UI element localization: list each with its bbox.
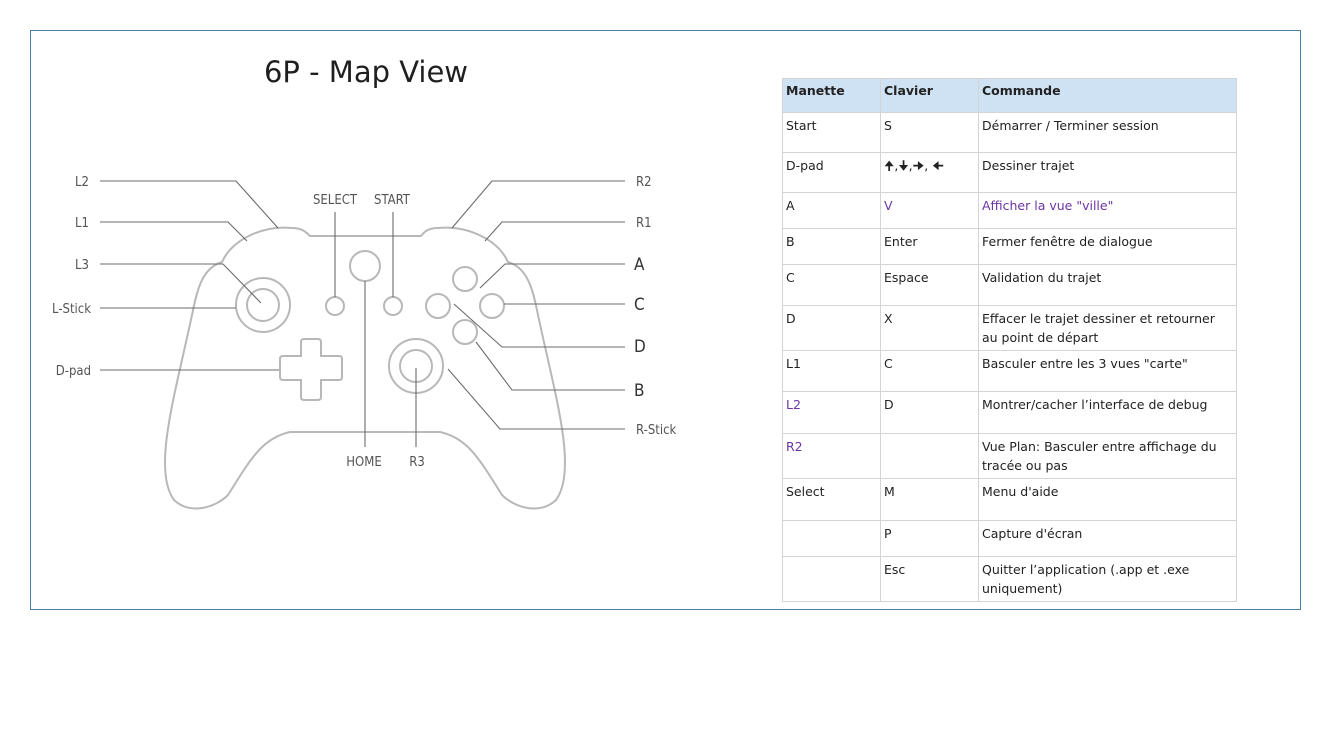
label-d-pad: D-pad (56, 364, 91, 379)
cell-commande: Quitter l’application (.app et .exe uniq… (978, 556, 1237, 602)
cell-clavier: P (880, 520, 979, 557)
cell-commande: Basculer entre les 3 vues "carte" (978, 350, 1237, 392)
cell-manette: A (782, 192, 881, 229)
cell-commande: Validation du trajet (978, 264, 1237, 306)
cell-manette: D-pad (782, 152, 881, 193)
cell-manette (782, 520, 881, 557)
controller-diagram: L2 L1 L3 L-Stick D-pad SELECT START HOME… (52, 175, 677, 510)
label-c: C (634, 295, 645, 315)
cell-commande: Effacer le trajet dessiner et retourner … (978, 305, 1237, 351)
select-button-shape (325, 296, 345, 316)
cell-manette: L2 (782, 391, 881, 434)
start-button-shape (383, 296, 403, 316)
cell-clavier (880, 433, 979, 479)
page-title: 6P - Map View (263, 55, 469, 89)
label-l-stick: L-Stick (52, 302, 91, 317)
cell-clavier: Esc (880, 556, 979, 602)
label-r1: R1 (636, 216, 652, 231)
table-row: D-pad🠉,🠋,🠊, 🠈Dessiner trajet (782, 152, 1237, 193)
cell-clavier: V (880, 192, 979, 229)
cell-manette: B (782, 228, 881, 265)
d-pad-shape (279, 338, 343, 401)
cell-manette: R2 (782, 433, 881, 479)
cell-clavier: M (880, 478, 979, 521)
cell-commande: Dessiner trajet (978, 152, 1237, 193)
c-button-shape (479, 293, 505, 319)
label-b: B (634, 381, 645, 401)
cell-clavier: 🠉,🠋,🠊, 🠈 (880, 152, 979, 193)
label-r3: R3 (409, 455, 425, 470)
cell-manette: Start (782, 112, 881, 153)
cell-clavier: Espace (880, 264, 979, 306)
label-home: HOME (346, 455, 381, 470)
home-button-shape (349, 250, 381, 282)
left-stick-inner (246, 288, 280, 322)
header-clavier: Clavier (880, 78, 979, 113)
a-button-shape (452, 266, 478, 292)
label-a: A (634, 255, 645, 275)
cell-commande: Afficher la vue "ville" (978, 192, 1237, 229)
cell-commande: Vue Plan: Basculer entre affichage du tr… (978, 433, 1237, 479)
cell-commande: Fermer fenêtre de dialogue (978, 228, 1237, 265)
label-l2: L2 (75, 175, 89, 190)
header-manette: Manette (782, 78, 881, 113)
cell-manette: Select (782, 478, 881, 521)
slide-frame (30, 30, 1301, 610)
cell-clavier: Enter (880, 228, 979, 265)
cell-clavier: S (880, 112, 979, 153)
cell-commande: Menu d'aide (978, 478, 1237, 521)
table-row: R2 Vue Plan: Basculer entre affichage du … (782, 433, 1237, 479)
label-l3: L3 (75, 258, 89, 273)
cell-commande: Capture d'écran (978, 520, 1237, 557)
cell-manette: L1 (782, 350, 881, 392)
cell-clavier: X (880, 305, 979, 351)
d-button-shape (425, 293, 451, 319)
label-r2: R2 (636, 175, 652, 190)
label-d: D (634, 337, 646, 357)
left-stick-outer (235, 277, 291, 333)
cell-clavier: D (880, 391, 979, 434)
table-header-row: Manette Clavier Commande (782, 78, 1237, 113)
b-button-shape (452, 319, 478, 345)
cell-manette: D (782, 305, 881, 351)
cell-clavier: C (880, 350, 979, 392)
label-r-stick: R-Stick (636, 423, 677, 438)
header-commande: Commande (978, 78, 1237, 113)
label-select: SELECT (313, 193, 358, 208)
label-start: START (374, 193, 411, 208)
label-l1: L1 (75, 216, 89, 231)
cell-commande: Démarrer / Terminer session (978, 112, 1237, 153)
cell-manette (782, 556, 881, 602)
cell-manette: C (782, 264, 881, 306)
cell-commande: Montrer/cacher l’interface de debug (978, 391, 1237, 434)
